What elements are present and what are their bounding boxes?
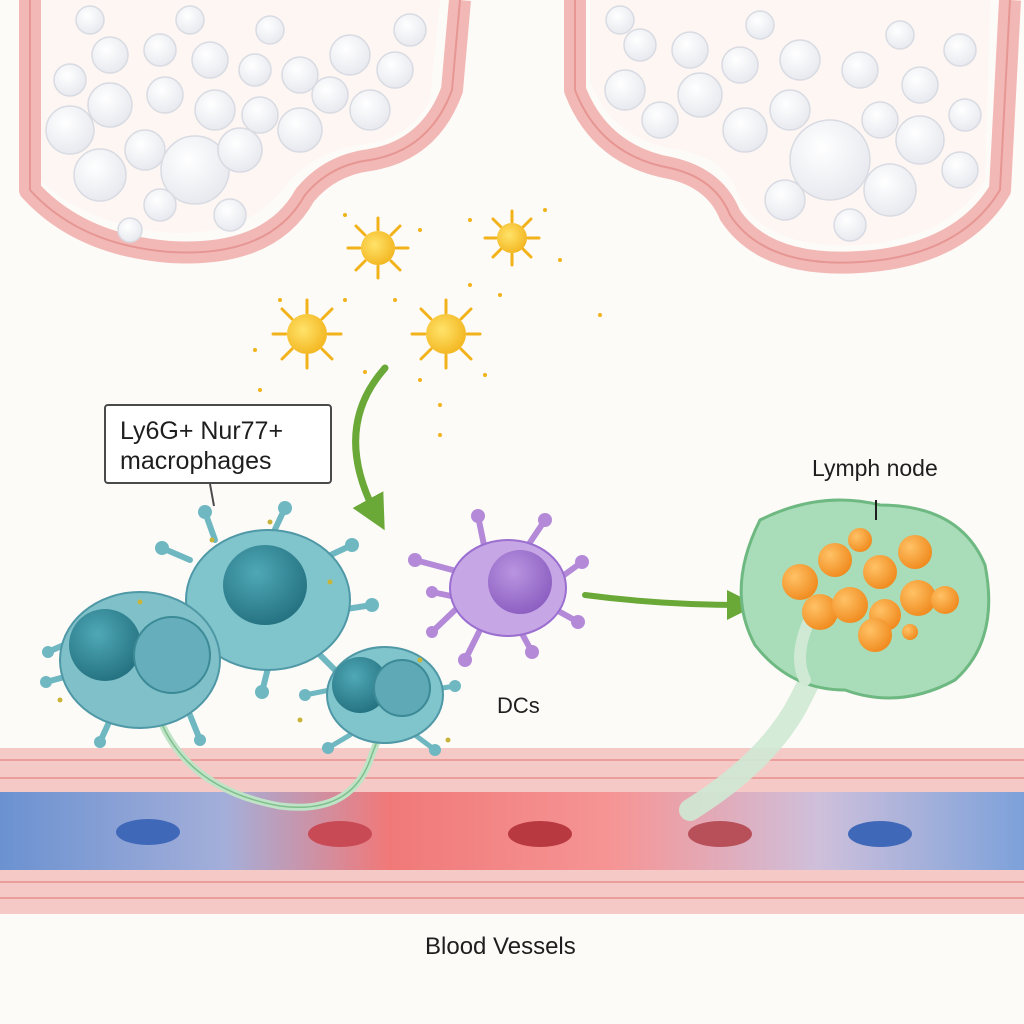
macrophages-label-line1: Ly6G+ Nur77+ xyxy=(120,417,284,445)
sunburst-cytokine-icon xyxy=(346,216,410,280)
macrophage-cell-icon xyxy=(299,646,461,756)
lymph-node-label: Lymph node xyxy=(812,455,938,481)
adipose-tissue-left xyxy=(19,0,471,264)
dendritic-cell-icon xyxy=(408,509,589,667)
sunburst-cytokine-icon xyxy=(410,298,482,370)
blood-vessels-label: Blood Vessels xyxy=(425,933,576,960)
red-blood-cell-icon xyxy=(308,821,372,847)
dc-to-lymph-arrow xyxy=(582,589,757,620)
sunburst-cytokine-icon xyxy=(483,209,541,267)
adipose-tissue-right xyxy=(564,0,1021,274)
red-blood-cell-icon xyxy=(116,819,180,845)
lymph-node-icon xyxy=(739,498,991,700)
cytokine-particles xyxy=(253,208,602,437)
red-blood-cell-icon xyxy=(688,821,752,847)
red-blood-cell-icon xyxy=(848,821,912,847)
adipocytes-left xyxy=(45,5,427,243)
cytokine-to-dc-arrow xyxy=(352,364,389,531)
macrophages-label-line2: macrophages xyxy=(120,447,272,475)
dcs-label: DCs xyxy=(497,693,540,718)
macrophage-cell-icon xyxy=(40,591,221,748)
adipocytes-right xyxy=(604,5,982,242)
macrophages-callout: Ly6G+ Nur77+ macrophages xyxy=(104,404,332,484)
macrophage-cluster xyxy=(40,501,461,756)
callout-pointer xyxy=(209,483,215,507)
macrophage-particles xyxy=(57,519,451,743)
cytokines-cluster xyxy=(253,208,602,437)
lymphocytes xyxy=(782,528,959,652)
red-blood-cell-icon xyxy=(508,821,572,847)
sunburst-cytokine-icon xyxy=(271,298,343,370)
blood-vessel xyxy=(0,748,1024,914)
